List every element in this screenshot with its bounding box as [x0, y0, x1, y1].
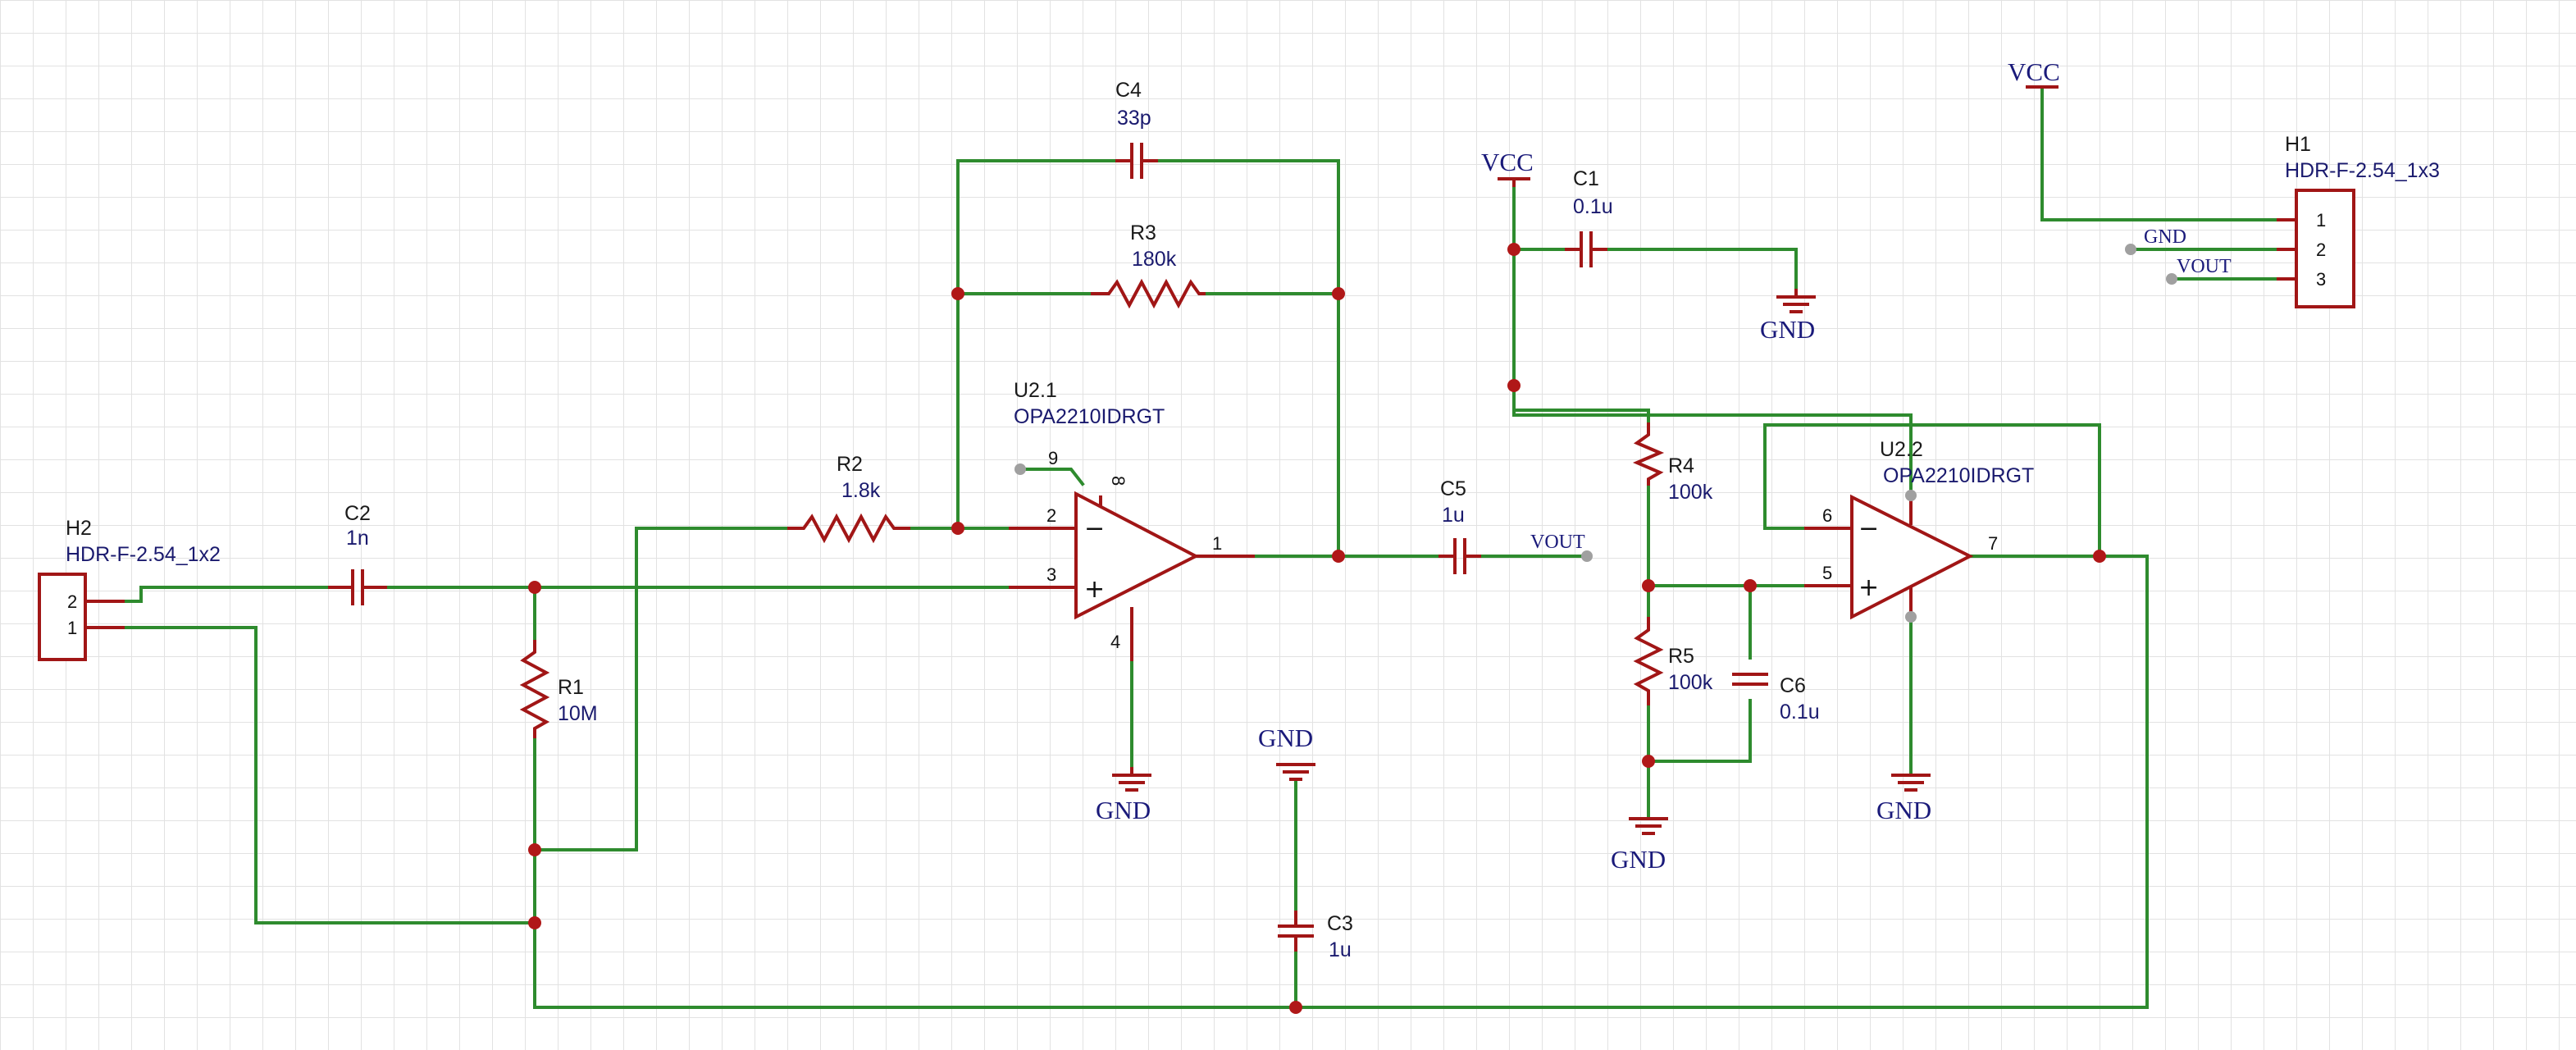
u21-pin-1: 1 — [1212, 533, 1222, 554]
power-vcc-mid: VCC — [1481, 148, 1534, 187]
r1-designator: R1 — [558, 676, 584, 699]
r4-designator: R4 — [1668, 454, 1694, 477]
u22-designator: U2.2 — [1880, 438, 1923, 461]
resistor-r3[interactable]: R3 180k — [1091, 221, 1206, 309]
opamp-u2-2[interactable]: − + 6 5 7 U2.2 OPA2210IDRGT — [1804, 438, 2034, 620]
r5-designator: R5 — [1668, 645, 1694, 668]
ground-c1: GND — [1760, 289, 1816, 344]
capacitor-c3[interactable]: C3 1u — [1278, 911, 1353, 961]
vcc-label-mid: VCC — [1481, 148, 1534, 176]
resistor-r2[interactable]: R2 1.8k — [787, 453, 910, 544]
h2-pin-1: 1 — [67, 618, 77, 638]
c5-value: 1u — [1442, 504, 1465, 527]
power-vcc-right: VCC — [2008, 57, 2060, 89]
u21-pin-2: 2 — [1046, 505, 1056, 526]
r3-designator: R3 — [1130, 221, 1156, 244]
u22-pin-7: 7 — [1988, 533, 1998, 554]
c3-designator: C3 — [1327, 912, 1353, 935]
u22-pin-5: 5 — [1822, 563, 1832, 583]
c4-designator: C4 — [1115, 79, 1142, 102]
c5-designator: C5 — [1440, 477, 1466, 500]
capacitor-c5[interactable]: C5 1u — [1438, 477, 1481, 574]
c6-value: 0.1u — [1780, 701, 1820, 724]
c2-value: 1n — [346, 527, 369, 550]
capacitor-c6[interactable]: C6 0.1u — [1732, 673, 1820, 724]
gnd-label-c1: GND — [1760, 315, 1815, 344]
ground-u21: GND — [1096, 767, 1151, 824]
connector-h1[interactable]: 1 2 3 H1 HDR-F-2.54_1x3 — [2277, 133, 2440, 308]
capacitor-c1[interactable]: C1 0.1u — [1565, 167, 1613, 267]
resistor-r1[interactable]: R1 10M — [519, 640, 598, 738]
u22-pin-6: 6 — [1822, 505, 1832, 526]
vcc-label-right: VCC — [2008, 57, 2060, 86]
u22-noninverting-symbol: + — [1858, 573, 1879, 602]
r5-value: 100k — [1668, 671, 1713, 694]
u21-noninverting-symbol: + — [1084, 575, 1105, 604]
open-pins — [1014, 244, 2177, 623]
h2-pin-2: 2 — [67, 591, 77, 612]
vout-label-mid: VOUT — [1530, 532, 1585, 553]
ground-u22: GND — [1876, 774, 1931, 824]
r1-value: 10M — [558, 702, 598, 725]
u21-pin-4: 4 — [1110, 632, 1120, 652]
gnd-label-u21: GND — [1096, 796, 1151, 824]
h1-value: HDR-F-2.54_1x3 — [2285, 159, 2440, 182]
ground-r5: GND — [1611, 817, 1668, 874]
u21-pin-8: 8 — [1108, 476, 1128, 486]
u22-inverting-symbol: − — [1858, 514, 1879, 543]
u21-designator: U2.1 — [1014, 379, 1057, 402]
opamp-u2-1[interactable]: − + 9 8 2 3 1 4 U2.1 OPA2210IDRGT — [1009, 379, 1255, 661]
u21-inverting-symbol: − — [1084, 514, 1105, 543]
h1-pin-1: 1 — [2316, 210, 2326, 231]
resistor-r5[interactable]: R5 100k — [1633, 617, 1713, 705]
connector-h2[interactable]: 2 1 H2 HDR-F-2.54_1x2 — [38, 517, 221, 661]
r2-designator: R2 — [837, 453, 863, 476]
gnd-label-c3: GND — [1258, 724, 1313, 752]
c1-designator: C1 — [1573, 167, 1599, 190]
u22-value: OPA2210IDRGT — [1883, 464, 2034, 487]
c3-value: 1u — [1329, 938, 1352, 961]
capacitor-c4[interactable]: C4 33p — [1115, 79, 1158, 179]
c2-designator: C2 — [344, 502, 371, 525]
u21-pin-9: 9 — [1048, 448, 1058, 468]
r2-value: 1.8k — [841, 479, 881, 502]
u21-pin-3: 3 — [1046, 564, 1056, 585]
wires — [123, 85, 2298, 1009]
net-label-vout-mid: VOUT — [1530, 532, 1585, 553]
c4-value: 33p — [1117, 107, 1151, 130]
c1-value: 0.1u — [1573, 195, 1613, 218]
r3-value: 180k — [1132, 248, 1177, 271]
h1-pin-3: 3 — [2316, 269, 2326, 290]
gnd-label-r5: GND — [1611, 845, 1666, 874]
resistor-r4[interactable]: R4 100k — [1632, 422, 1713, 504]
u21-value: OPA2210IDRGT — [1014, 405, 1165, 428]
gnd-label-u22: GND — [1876, 796, 1931, 824]
r4-value: 100k — [1668, 481, 1713, 504]
h1-pin-2: 2 — [2316, 240, 2326, 260]
gnd-label-h1: GND — [2144, 226, 2186, 248]
capacitor-c2[interactable]: C2 1n — [328, 502, 387, 605]
junctions — [528, 243, 2106, 1014]
h2-value: HDR-F-2.54_1x2 — [66, 543, 221, 566]
c6-designator: C6 — [1780, 674, 1806, 697]
vout-label-h1: VOUT — [2177, 256, 2232, 277]
h1-designator: H1 — [2285, 133, 2311, 156]
ground-c3: GND — [1258, 724, 1315, 781]
h2-designator: H2 — [66, 517, 92, 540]
